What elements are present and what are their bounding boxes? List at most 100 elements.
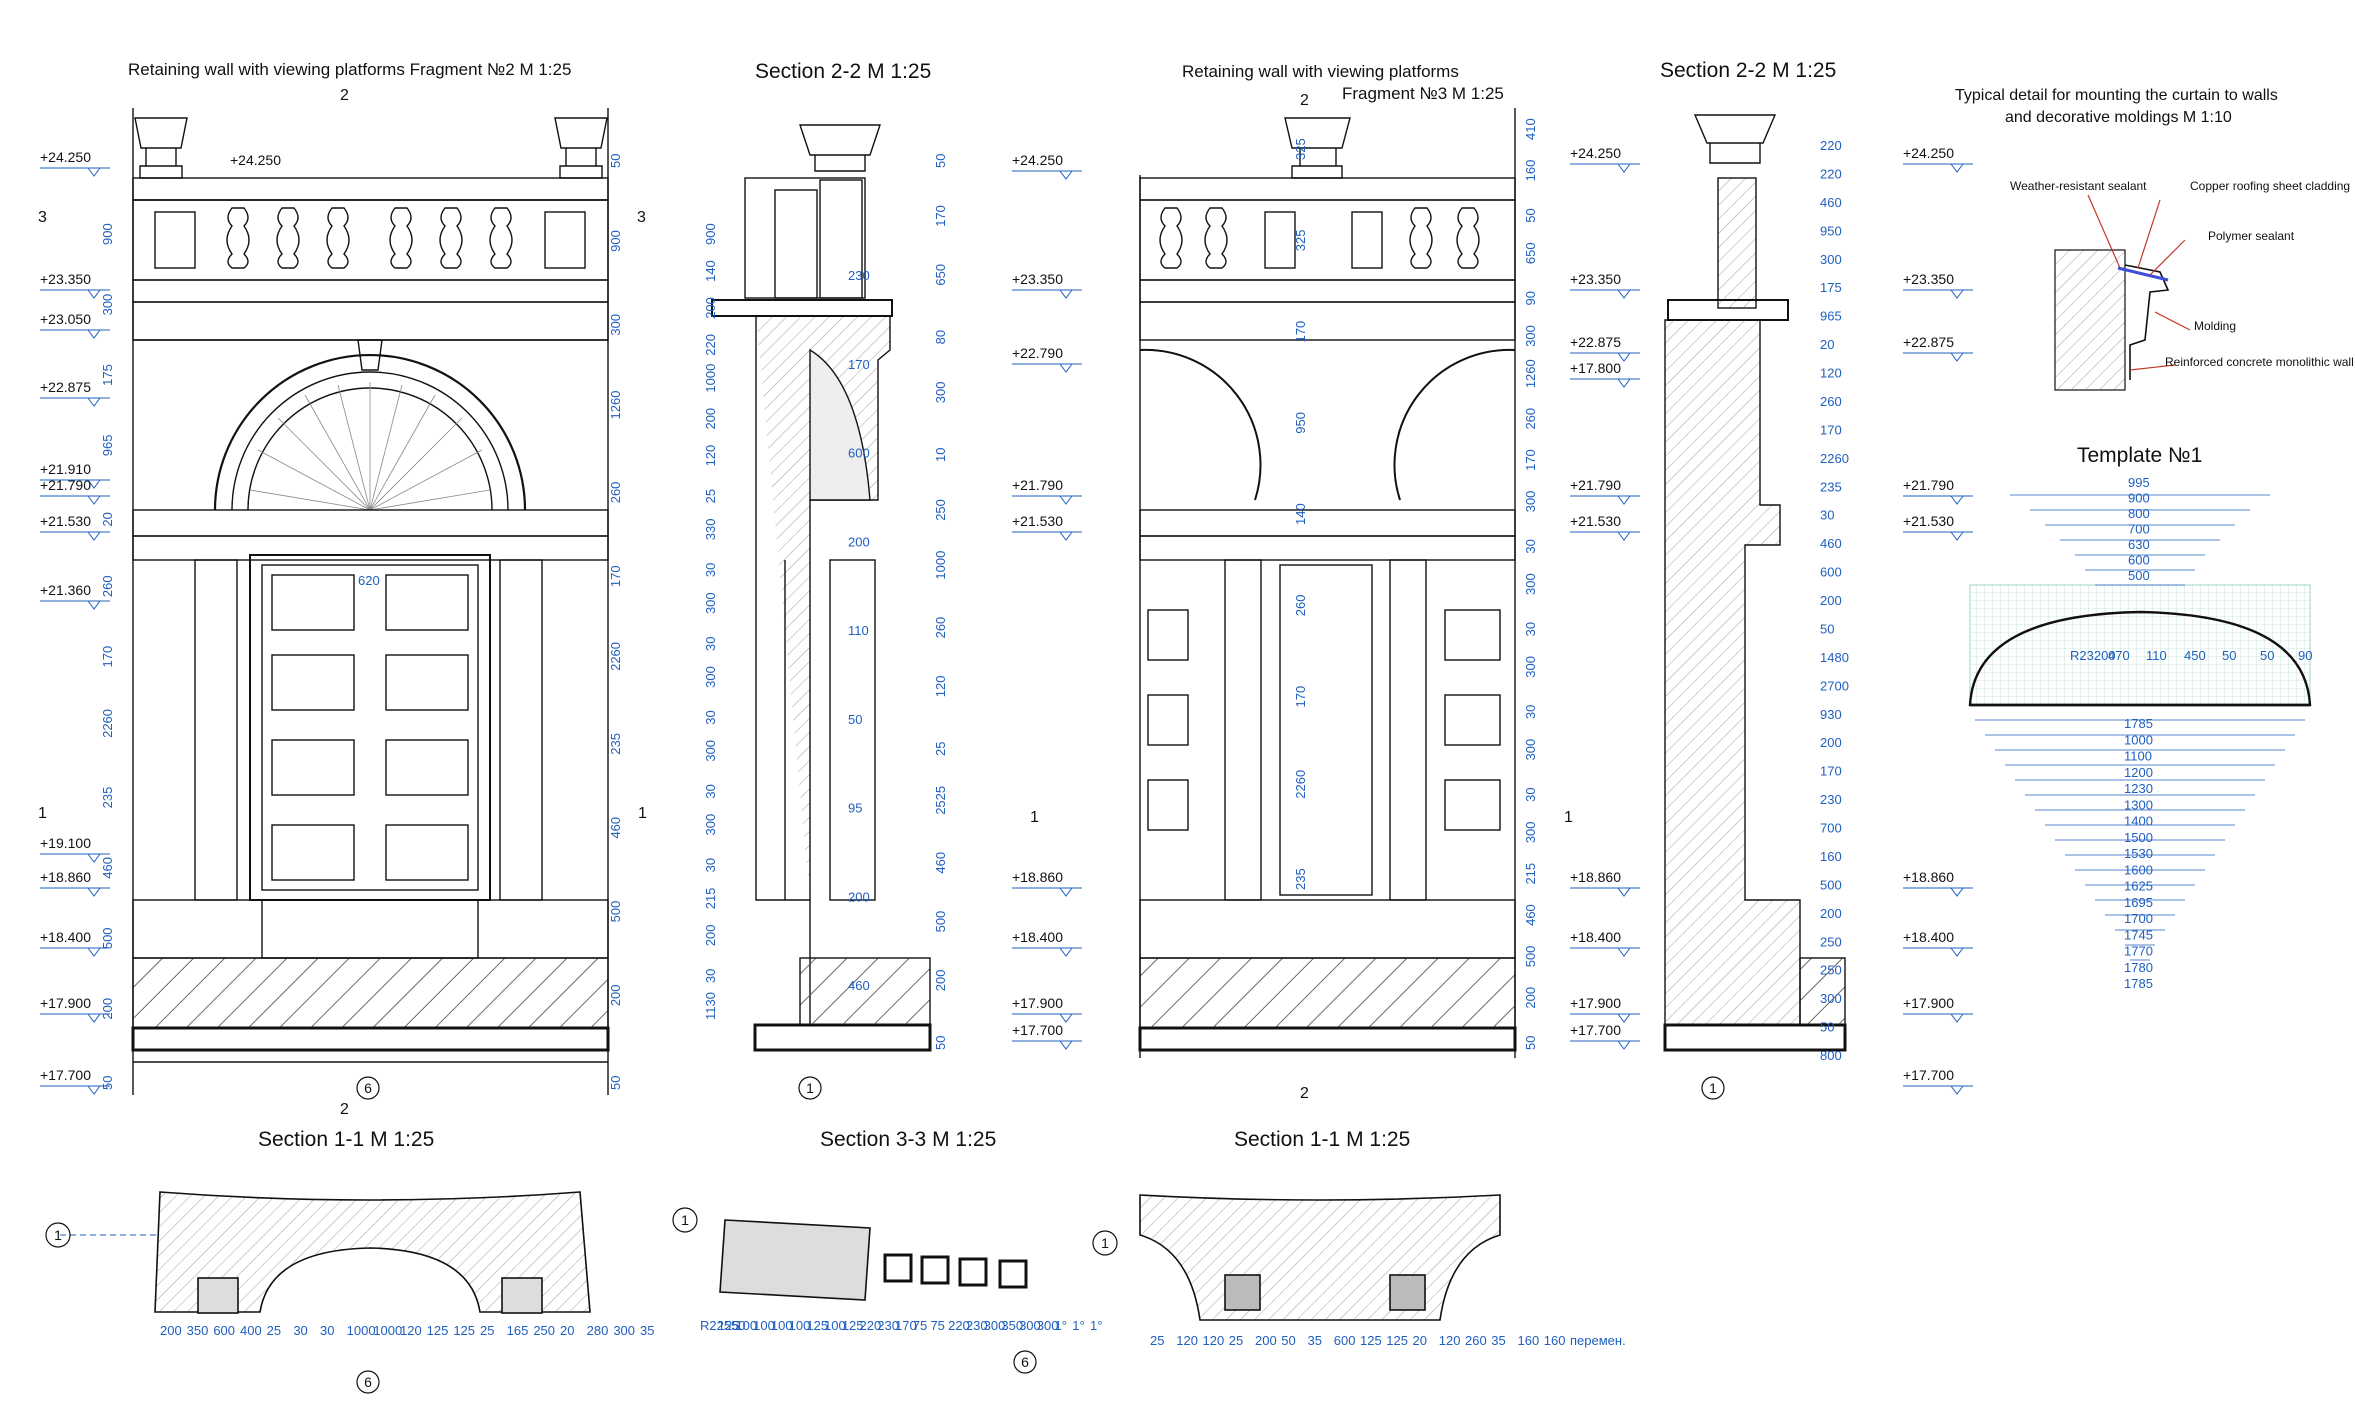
- dim-s11a-12: 25: [480, 1323, 494, 1338]
- dim-s11a-17: 300: [613, 1323, 635, 1338]
- dim-f3r-1: 160: [1523, 160, 1538, 182]
- dim-f3i-1: 325: [1293, 230, 1308, 252]
- level-left-mark-6: [40, 531, 110, 541]
- section-2-2-a-drawing: [711, 124, 932, 1052]
- dim-s11b-16: перемен.: [1570, 1333, 1626, 1348]
- dim-s11b-15: 160: [1544, 1333, 1566, 1348]
- section-3-3-drawing: [719, 1219, 1028, 1301]
- dim-s11a-7: 1000: [347, 1323, 376, 1338]
- dim-f2l-6: 170: [100, 646, 115, 668]
- level-left-mark-3: [40, 397, 110, 407]
- dim-s11a-6: 30: [320, 1323, 334, 1338]
- dim-s22b-14: 460: [1820, 536, 1842, 551]
- dim-s11b-8: 125: [1360, 1333, 1382, 1348]
- dim-f3i-5: 260: [1293, 595, 1308, 617]
- level-frag3-6: +18.860: [1570, 869, 1621, 885]
- level-sec22b-mark-8: [1903, 1085, 1973, 1095]
- dim-tplt-3: 700: [2128, 522, 2150, 537]
- level-sec22b-mark-2: [1903, 352, 1973, 362]
- dim-tplt-2: 800: [2128, 506, 2150, 521]
- dim-f3r-11: 300: [1523, 573, 1538, 595]
- dim-s11a-0: 200: [160, 1323, 182, 1338]
- dim-s22b-15: 600: [1820, 565, 1842, 580]
- dim-s22ar-6: 250: [933, 499, 948, 521]
- level-left-10: +18.400: [40, 929, 91, 945]
- level-sec22a-mark-8: [1012, 1040, 1082, 1050]
- dim-tplb-12: 1700: [2124, 911, 2153, 926]
- dim-s11a-5: 30: [293, 1323, 307, 1338]
- level-left-mark-10: [40, 947, 110, 957]
- dim-s22ar-1: 170: [933, 205, 948, 227]
- dim-tplt-4: 630: [2128, 537, 2150, 552]
- dim-s22b-23: 230: [1820, 792, 1842, 807]
- dim-s11b-0: 25: [1150, 1333, 1164, 1348]
- dim-s33-7: 100: [824, 1318, 846, 1333]
- dim-s22b-31: 50: [1820, 1020, 1834, 1035]
- level-frag3-mark-7: [1570, 947, 1640, 957]
- dim-s22al-14: 300: [703, 740, 718, 762]
- dim-s22b-26: 500: [1820, 877, 1842, 892]
- level-left-6: +21.530: [40, 513, 91, 529]
- dim-s22al-6: 120: [703, 445, 718, 467]
- level-left-mark-1: [40, 289, 110, 299]
- dim-tplb-14: 1770: [2124, 944, 2153, 959]
- level-sec22b-2: +22.875: [1903, 334, 1954, 350]
- dim-s22al-12: 300: [703, 666, 718, 688]
- dim-tplm-4: 50: [2222, 648, 2236, 663]
- level-sec22a-2: +22.790: [1012, 345, 1063, 361]
- dim-tplb-15: 1780: [2124, 960, 2153, 975]
- dim-s22ar-5: 10: [933, 448, 948, 462]
- level-left-5: +21.790: [40, 477, 91, 493]
- level-frag3-mark-0: [1570, 163, 1640, 173]
- title-fragment-3-line2: Fragment №3 M 1:25: [1342, 84, 1504, 103]
- dim-s22b-16: 200: [1820, 593, 1842, 608]
- dim-s33-9: 220: [860, 1318, 882, 1333]
- dim-f2l-5: 260: [100, 575, 115, 597]
- dim-s22al-8: 330: [703, 519, 718, 541]
- section-2-2-b-drawing: [1663, 114, 1847, 1052]
- dim-s11a-2: 600: [213, 1323, 235, 1338]
- level-sec22b-7: +17.900: [1903, 995, 1954, 1011]
- dim-s11a-11: 125: [453, 1323, 475, 1338]
- dim-s22b-29: 250: [1820, 963, 1842, 978]
- dim-f3r-7: 260: [1523, 408, 1538, 430]
- dim-s22ar-3: 80: [933, 330, 948, 344]
- dim-s22al-15: 30: [703, 784, 718, 798]
- dim-s22b-5: 175: [1820, 280, 1842, 295]
- fragment-2-balusters: [226, 207, 513, 269]
- template-1-drawing: [1968, 494, 2312, 961]
- level-sec22b-8: +17.700: [1903, 1067, 1954, 1083]
- dim-f2r-1: 900: [608, 230, 623, 252]
- title-detail-line1: Typical detail for mounting the curtain …: [1955, 87, 2278, 104]
- dim-f3r-9: 300: [1523, 491, 1538, 513]
- level-sec22a-mark-1: [1012, 289, 1082, 299]
- dim-s11b-12: 260: [1465, 1333, 1487, 1348]
- title-section-2-2-a: Section 2-2 M 1:25: [755, 60, 931, 83]
- dim-s33-0: R22550: [700, 1318, 746, 1333]
- level-frag3-mark-9: [1570, 1040, 1640, 1050]
- level-frag3-4: +21.790: [1570, 477, 1621, 493]
- dim-s22b-20: 930: [1820, 707, 1842, 722]
- level-left-3: +22.875: [40, 379, 91, 395]
- level-sec22a-3: +21.790: [1012, 477, 1063, 493]
- level-sec22a-7: +17.900: [1012, 995, 1063, 1011]
- dim-s22b-27: 200: [1820, 906, 1842, 921]
- dim-s22al-0: 900: [703, 223, 718, 245]
- dim-s22al-2: 200: [703, 297, 718, 319]
- dim-s22ar-7: 1000: [933, 551, 948, 580]
- dim-f3r-14: 30: [1523, 705, 1538, 719]
- level-marks-section-2-2-a: +24.250+23.350+22.790+21.790+21.530+18.8…: [1012, 152, 1082, 1050]
- dim-f2l-11: 200: [100, 998, 115, 1020]
- level-sec22b-0: +24.250: [1903, 145, 1954, 161]
- dim-f3r-3: 650: [1523, 242, 1538, 264]
- dim-s22ai-2: 600: [848, 446, 870, 461]
- dim-f3r-15: 300: [1523, 739, 1538, 761]
- dim-tplm-0: R23200: [2070, 648, 2116, 663]
- dim-f3r-16: 30: [1523, 787, 1538, 801]
- dim-s11b-13: 35: [1491, 1333, 1505, 1348]
- dim-tplb-4: 1230: [2124, 781, 2153, 796]
- dim-s22b-18: 1480: [1820, 650, 1849, 665]
- level-left-mark-2: [40, 329, 110, 339]
- dim-f2r-10: 200: [608, 984, 623, 1006]
- dim-f3i-6: 170: [1293, 686, 1308, 708]
